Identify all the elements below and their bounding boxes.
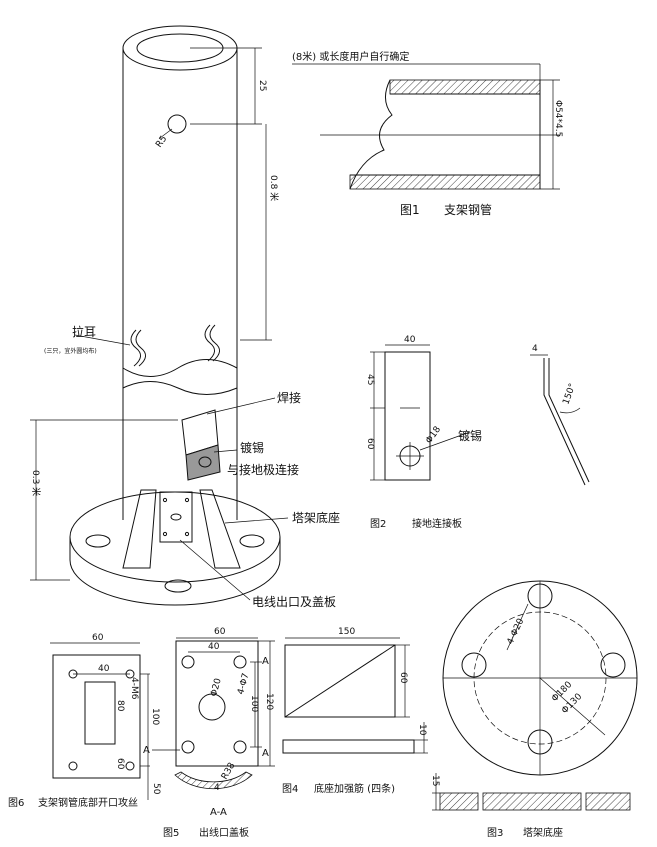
fig6-dim-60: 60 [92,633,104,643]
fig6-dim-holes: 4-M6 [129,677,139,700]
fig6-caption-num: 图6 [8,797,24,809]
fig6-pipe-bottom-tapping: 60 40 4-M6 80 100 60 A 50 图6 支架钢管底部开口攻丝 [8,633,180,809]
fig2-dim-angle: 150° [561,382,578,406]
fig2-caption-num: 图2 [370,518,386,530]
fig2-caption-title: 接地连接板 [412,517,462,530]
fig5-dim-holes: 4-Φ7 [236,672,251,696]
fig5-caption-num: 图5 [163,827,179,839]
dim-25: 25 [257,80,267,91]
fig1-caption-num: 图1 [400,203,420,217]
fig6-mark-a: A [143,745,150,756]
main-post-assembly: R5 25 0.8 米 拉耳 (三只，宜外圆均布) 焊接 镀锡 与接地极连接 [30,25,340,609]
fig4-dim-10: 10 [417,724,427,736]
fig5-dim-d20: Φ20 [209,677,224,698]
fig2-ground-plate: 40 45 60 Φ18 镀锡 4 150° 图2 接地连接板 [365,335,590,530]
fig1-note: (8米) 或长度用户自行确定 [292,50,409,63]
dim-r5: R5 [154,134,169,150]
fig2-dim-4: 4 [532,344,538,354]
fig5-dim-4: 4 [214,783,220,793]
dim-length: 0.8 米 [268,175,280,201]
fig6-caption-title: 支架钢管底部开口攻丝 [38,796,138,809]
label-outlet: 电线出口及盖板 [252,595,336,609]
fig3-dim-holes: 4-Φ20 [506,617,527,646]
fig5-mark-a-top: A [262,656,269,667]
fig3-tower-base: 4-Φ20 Φ180 Φ130 15 图3 塔架底座 [430,580,638,839]
fig4-rib: 150 60 10 图4 底座加强筋 (四条) [282,627,428,795]
fig1-dim: Φ54*4.5 [553,100,563,137]
fig4-caption-title: 底座加强筋 (四条) [314,782,395,795]
fig5-dim-60: 60 [214,627,226,637]
fig3-caption-title: 塔架底座 [523,826,563,839]
fig4-dim-150: 150 [338,627,355,637]
label-lug-note: (三只，宜外圆均布) [44,347,97,355]
fig5-mark-a-bottom: A [262,748,269,759]
dim-base-height: 0.3 米 [30,470,42,496]
fig5-dim-100: 100 [249,695,259,712]
fig3-caption-num: 图3 [487,827,503,839]
fig5-caption-title: 出线口盖板 [199,826,249,839]
fig6-dim-40: 40 [98,664,110,674]
fig6-dim-80: 80 [115,700,125,712]
fig5-dim-40: 40 [208,642,220,652]
fig3-dim-15: 15 [430,775,440,786]
fig6-dim-50: 50 [151,783,161,795]
fig1-caption-title: 支架钢管 [444,202,492,217]
pipe-hole [167,114,187,134]
fig5-dim-120: 120 [264,693,274,710]
label-lug: 拉耳 [72,324,96,339]
fig2-label-tin: 镀锡 [458,428,482,443]
fig2-dim-45: 45 [365,374,375,385]
label-tin: 镀锡 [240,440,264,455]
fig5-cover-plate: 60 40 4-Φ7 Φ20 100 120 A A R38 4 A-A 图5 … [163,627,275,839]
fig2-dim-40: 40 [404,335,416,345]
fig6-dim-60b: 60 [115,758,125,770]
fig4-caption-num: 图4 [282,783,298,795]
fig4-dim-60: 60 [398,672,408,684]
fig1-steel-pipe: (8米) 或长度用户自行确定 Φ54*4.5 图1 支架钢管 [292,50,563,217]
label-connect: 与接地极连接 [227,462,299,477]
fig5-section: A-A [210,807,227,818]
label-weld: 焊接 [277,390,301,405]
label-base: 塔架底座 [292,510,340,525]
fig2-dim-60: 60 [365,438,375,450]
fig6-dim-100: 100 [150,708,160,725]
